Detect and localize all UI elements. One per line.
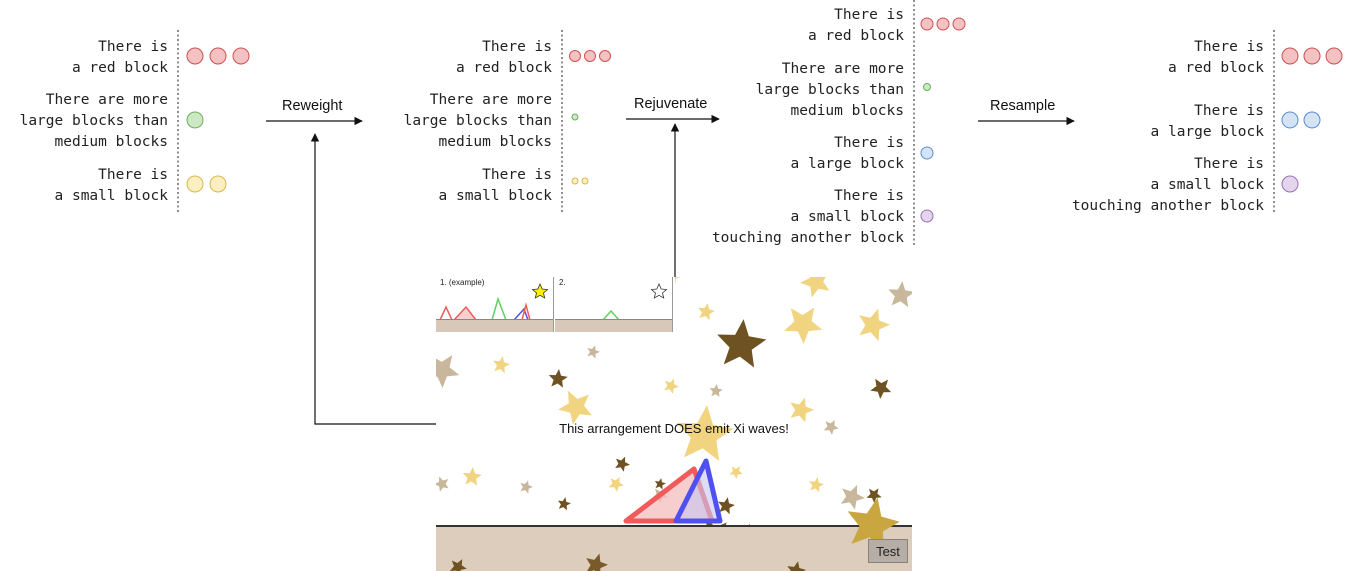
particle-circle — [187, 176, 203, 192]
empty-star-icon — [652, 284, 667, 298]
particle-circle — [1304, 48, 1320, 64]
particle-circle — [585, 51, 596, 62]
particle-circle — [921, 210, 933, 222]
thumbnail-ground — [436, 319, 553, 332]
background-star-icon — [586, 554, 608, 571]
particle-circle — [572, 114, 578, 120]
particle-circle — [187, 112, 203, 128]
particle-circle — [937, 18, 949, 30]
particle-circle — [1304, 112, 1320, 128]
particle-circle — [921, 147, 933, 159]
particle-circle — [233, 48, 249, 64]
particle-circle — [600, 51, 611, 62]
particle-circle — [1326, 48, 1342, 64]
thumbnail-example-1[interactable]: 1. (example) — [436, 277, 554, 332]
yellow-star-icon — [533, 284, 548, 298]
test-button[interactable]: Test — [868, 539, 908, 563]
background-star-icon — [787, 561, 806, 571]
particle-circle — [572, 178, 578, 184]
particle-circle — [1282, 48, 1298, 64]
game-canvas[interactable]: This arrangement DOES emit Xi waves! 1. … — [436, 277, 912, 571]
particle-circle — [1282, 176, 1298, 192]
particle-circle — [921, 18, 933, 30]
feedback-arrow-reweight — [315, 134, 436, 424]
thumbnail-example-2[interactable]: 2. — [555, 277, 673, 332]
particle-circle — [953, 18, 965, 30]
particle-circle — [924, 84, 931, 91]
particle-circle — [1282, 112, 1298, 128]
background-star-icon — [450, 559, 467, 571]
example-thumbnails: 1. (example) 2. — [436, 277, 675, 332]
result-message: This arrangement DOES emit Xi waves! — [436, 421, 912, 436]
particle-circle — [210, 48, 226, 64]
particle-circle — [187, 48, 203, 64]
particle-circle — [582, 178, 588, 184]
particle-circle — [570, 51, 581, 62]
particle-circle — [210, 176, 226, 192]
thumbnail-ground — [555, 319, 672, 332]
